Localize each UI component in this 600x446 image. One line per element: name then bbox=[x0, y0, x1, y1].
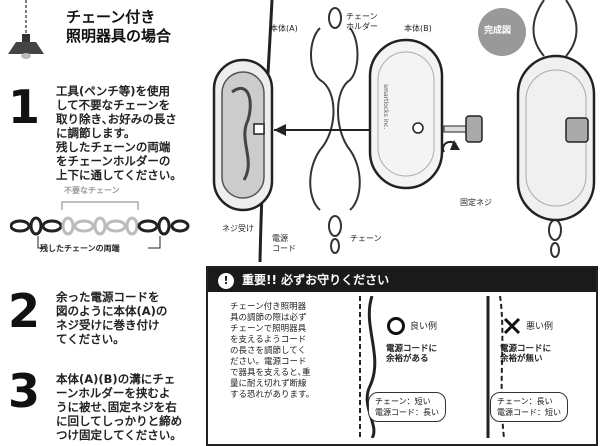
step-number-3: 3 bbox=[8, 368, 40, 414]
step-number-2: 2 bbox=[8, 288, 40, 334]
bad-example-caption: 電源コードに 余裕が無い bbox=[500, 344, 551, 364]
body-b-label: 本体(B) bbox=[404, 24, 432, 34]
bad-example-label: 悪い例 bbox=[526, 322, 553, 332]
body-a-label: 本体(A) bbox=[270, 24, 298, 34]
notice-header: ! 重要!! 必ずお守りください bbox=[208, 268, 596, 292]
step-text-1: 工具(ペンチ等)を使用 して不要なチェーンを 取り除き､お好みの長さ に調節しま… bbox=[56, 84, 182, 182]
step-text-2: 余った電源コードを 図のように本体(A)の ネジ受けに巻き付け てください。 bbox=[56, 290, 167, 346]
good-example-caption: 電源コードに 余裕がある bbox=[386, 344, 437, 364]
page-title: チェーン付き 照明器具の場合 bbox=[66, 8, 171, 46]
alert-icon: ! bbox=[218, 273, 234, 289]
notice-body: チェーン付き照明器 具の調節の際は必ず チェーンで照明器具 を支えるようコード … bbox=[230, 302, 314, 401]
assembly-diagram bbox=[208, 0, 600, 262]
bad-example-bubble: チェーン：長い 電源コード：短い bbox=[490, 392, 568, 422]
unneeded-chain-label: 不要なチェーン bbox=[64, 186, 120, 196]
fixing-screw-label: 固定ネジ bbox=[460, 198, 492, 208]
chain-label: チェーン bbox=[350, 234, 382, 244]
chain-holder-label: チェーン ホルダー bbox=[346, 12, 378, 32]
step-number-1: 1 bbox=[8, 84, 40, 130]
power-cord-label: 電源 コード bbox=[272, 234, 296, 254]
circle-good-icon bbox=[386, 316, 406, 336]
good-example-bubble: チェーン：短い 電源コード：長い bbox=[368, 392, 446, 422]
good-example-label: 良い例 bbox=[410, 322, 437, 332]
notice-heading: 重要!! 必ずお守りください bbox=[242, 273, 389, 287]
screw-seat-label: ネジ受け bbox=[222, 224, 254, 234]
step-text-3: 本体(A)(B)の溝にチェ ーンホルダーを挟むよ うに被せ､固定ネジを右 に回し… bbox=[56, 372, 182, 442]
cross-bad-icon bbox=[502, 316, 522, 336]
remaining-ends-label: 残したチェーンの両端 bbox=[40, 244, 120, 254]
pendant-lamp-icon bbox=[2, 0, 46, 64]
completed-badge: 完成図 bbox=[484, 26, 511, 36]
brand-text: smartlocks inc. bbox=[380, 84, 390, 129]
